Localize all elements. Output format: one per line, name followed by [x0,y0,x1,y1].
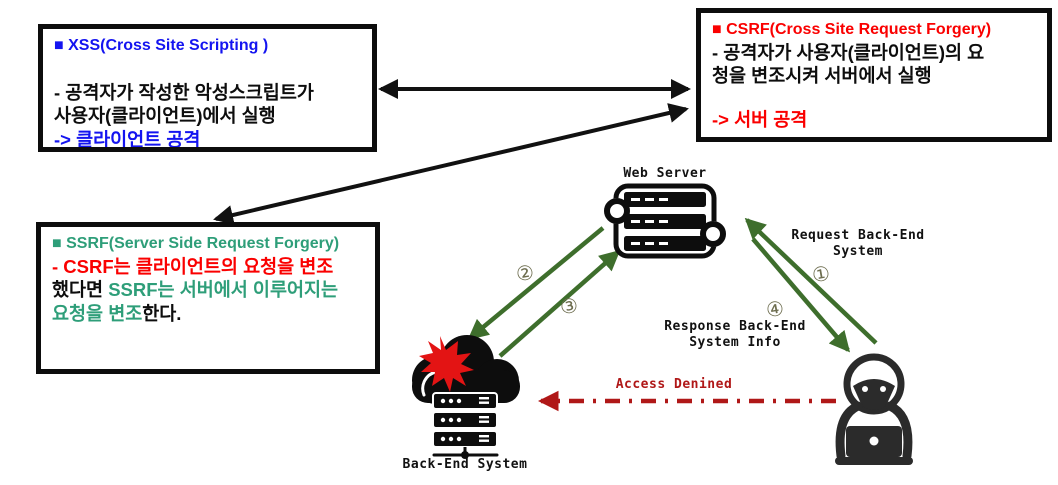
request-backend-label: Request Back-End System [778,228,938,260]
cloud-highlight [421,370,438,397]
hacker-laptop-icon [835,353,913,465]
xss-title: ■ XSS(Cross Site Scripting ) [54,37,269,54]
xss-body-line1: - 공격자가 작성한 악성스크립트가 [54,81,314,103]
response-backend-label-line1: Response Back-End [664,319,806,334]
backend-system-icon [412,335,520,459]
web-server-label: Web Server [623,166,707,181]
left-arm [835,401,863,461]
ssrf-title: ■ SSRF(Server Side Request Forgery) [52,235,340,252]
csrf-ssrf-double-arrow [213,103,689,225]
csrf-title: ■ CSRF(Cross Site Request Forgery) [712,21,992,38]
ssrf-line4-green: 요청을 변조 [52,302,143,324]
flow-arrow-3-backend-to-webserver [498,249,621,358]
flow-arrow-2-webserver-to-backend [467,226,605,340]
backend-system-label: Back-End System [402,457,528,472]
web-server-icon [604,183,726,259]
request-backend-label-line1: Request Back-End [791,228,925,243]
csrf-conclusion: -> 서버 공격 [712,108,808,130]
xss-body-line2: 사용자(클라이언트)에서 실행 [54,105,276,127]
ssrf-info-box: ■ SSRF(Server Side Request Forgery) - CS… [36,222,380,374]
xss-conclusion: -> 클라이언트 공격 [54,128,201,150]
csrf-body-line2: 청을 변조시켜 서버에서 실행 [712,65,932,87]
access-denied-label: Access Denined [615,377,733,392]
request-backend-label-line2: System [833,244,883,259]
ssrf-line2: - CSRF는 클라이언트의 요청을 변조 [52,255,334,277]
ssrf-line3-black: 했다면 [52,279,109,301]
csrf-body-line1: - 공격자가 사용자(클라이언트)의 요 [712,41,985,63]
backend-rack [432,392,499,459]
laptop-base [835,457,913,465]
ssrf-line4: 요청을 변조한다. [52,302,364,325]
ssrf-line3-green: SSRF는 서버에서 이루어지는 [108,279,339,301]
csrf-info-box: ■ CSRF(Cross Site Request Forgery) - 공격자… [696,8,1052,142]
flow-arrow-4-webserver-to-attacker [751,237,851,353]
ssrf-line3: 했다면 SSRF는 서버에서 이루어지는 [52,278,364,301]
response-backend-label: Response Back-End System Info [655,319,815,351]
flow-arrow-1-attacker-to-webserver [744,217,878,345]
ssrf-line4-black: 한다. [142,302,182,324]
xss-info-box: ■ XSS(Cross Site Scripting ) - 공격자가 작성한 … [38,24,377,152]
right-arm [885,401,913,461]
response-backend-label-line2: System Info [689,335,781,350]
explosion-burst-icon [419,336,474,392]
laptop-logo [869,436,879,446]
